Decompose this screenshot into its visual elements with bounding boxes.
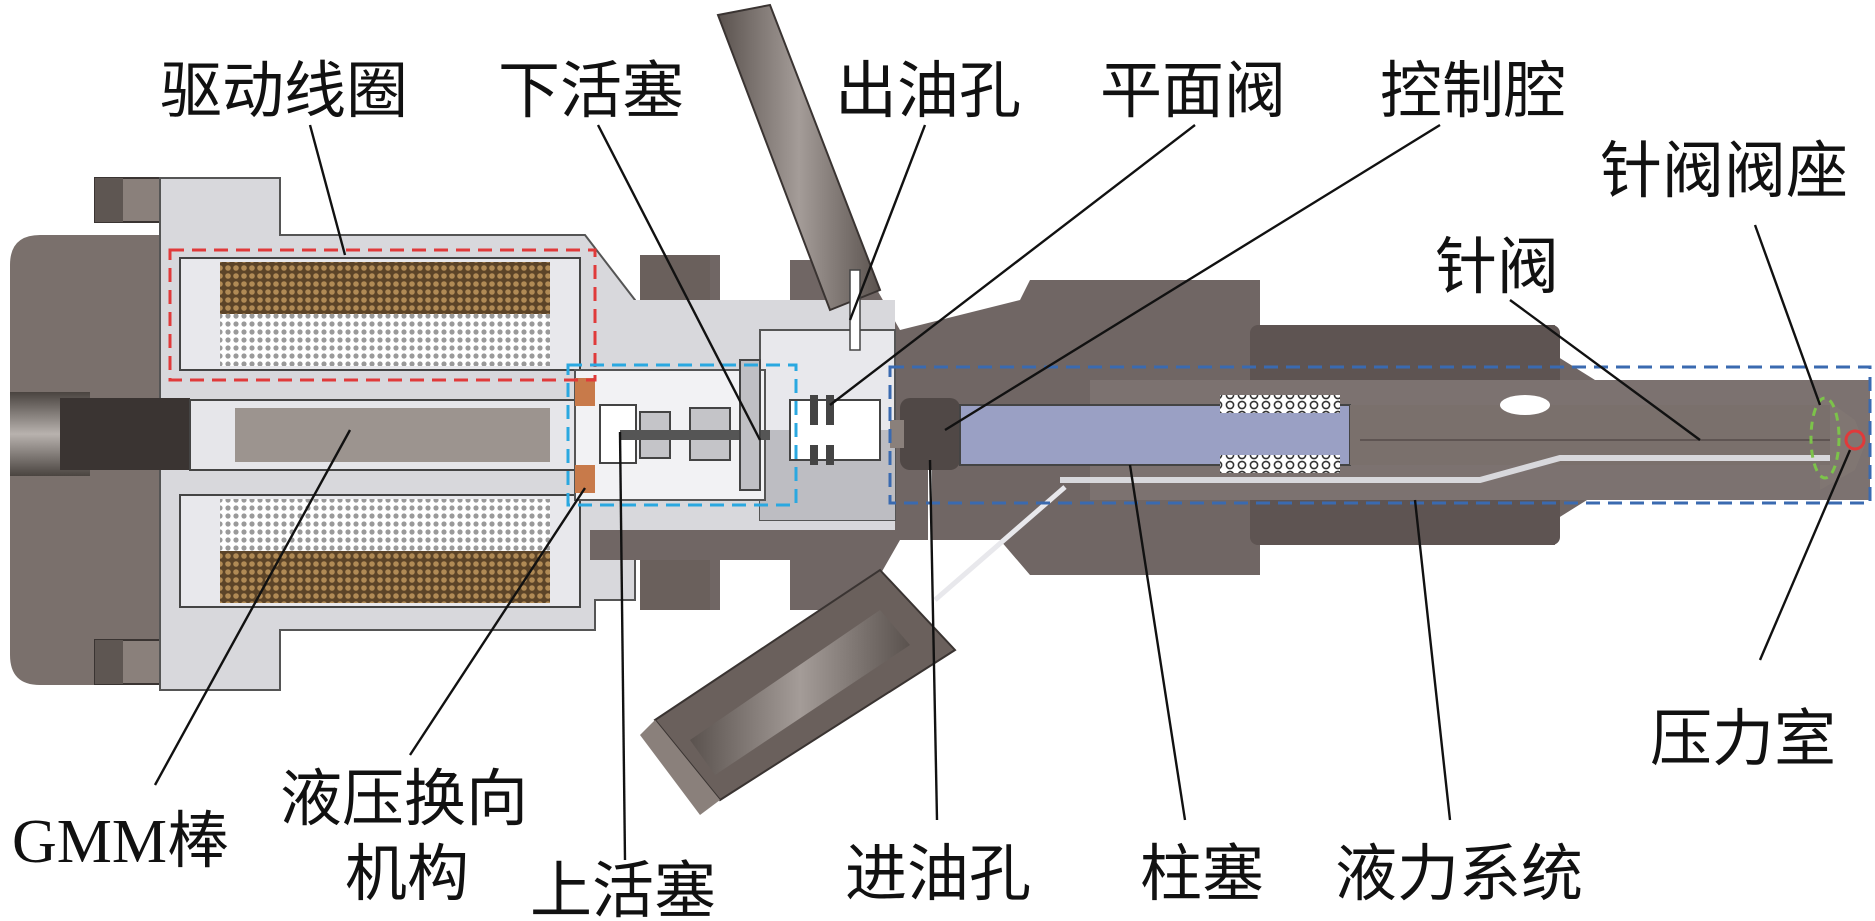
- pressure-chamber-outline: [1844, 429, 1866, 451]
- needle-valve: [1350, 395, 1830, 465]
- label-needle-valve: 针阀: [1435, 230, 1559, 303]
- injector-region-outline: [888, 365, 1872, 505]
- label-oil-inlet: 进油孔: [845, 837, 1031, 910]
- label-upper-piston: 上活塞: [530, 854, 716, 921]
- label-gmm-rod: GMM棒: [12, 808, 229, 876]
- label-flat-valve: 平面阀: [1100, 54, 1286, 127]
- label-needle-valve-seat: 针阀阀座: [1600, 134, 1848, 207]
- label-hydraulic-reversing-line1: 液压换向: [280, 762, 528, 835]
- label-oil-outlet: 出油孔: [835, 54, 1021, 127]
- label-pressure-chamber: 压力室: [1650, 702, 1836, 775]
- label-control-chamber: 控制腔: [1380, 54, 1566, 127]
- label-drive-coil: 驱动线圈: [160, 54, 408, 127]
- seat-outline: [1809, 396, 1841, 480]
- label-plunger: 柱塞: [1140, 837, 1264, 910]
- label-lower-piston: 下活塞: [498, 54, 684, 127]
- drive-coil: [179, 257, 581, 608]
- coil-region-outline: [168, 248, 597, 382]
- label-hydraulic-reversing-line2: 机构: [345, 837, 469, 910]
- gmm-rod: [10, 392, 591, 476]
- oil-inlet-pipe: [640, 455, 1067, 815]
- spring: [1220, 395, 1340, 473]
- labels: 驱动线圈 下活塞 出油孔 平面阀 控制腔 针阀阀座 针阀 压力室 GMM棒 液压…: [12, 54, 1848, 921]
- label-hydraulic-system: 液力系统: [1335, 837, 1583, 910]
- hydraulic-region-outline: [566, 363, 798, 507]
- hydraulic-passage: [1060, 455, 1830, 483]
- leader-lines: [153, 123, 1852, 861]
- control-chamber: [890, 398, 960, 470]
- hydraulic-reversing-mechanism: [574, 359, 881, 501]
